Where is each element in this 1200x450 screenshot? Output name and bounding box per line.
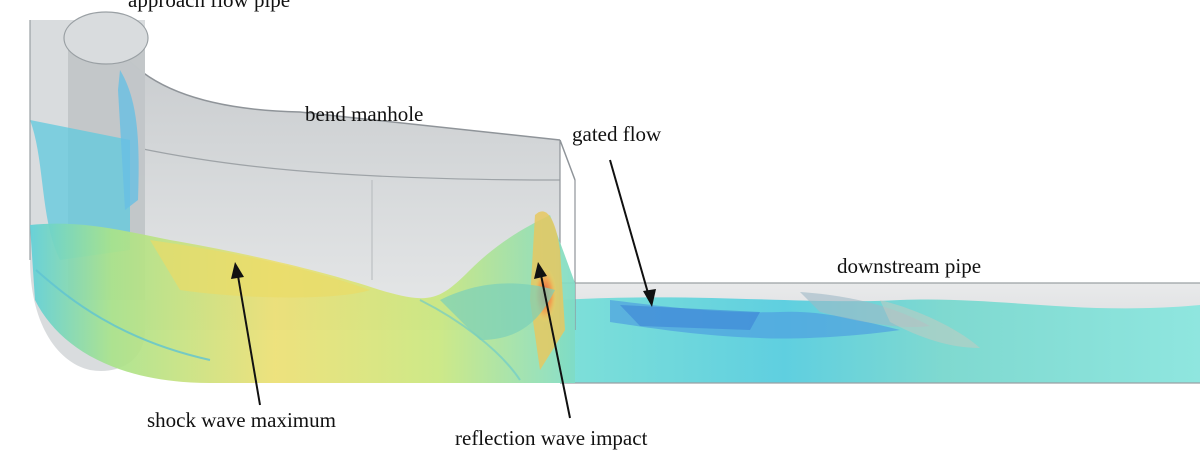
label-reflection-wave-impact: reflection wave impact — [455, 426, 648, 450]
label-gated-flow: gated flow — [572, 122, 662, 146]
downstream-pipe-body — [560, 282, 1200, 384]
label-approach-flow-pipe: approach flow pipe — [128, 0, 291, 12]
reflection-wave-arrow — [534, 262, 571, 419]
annotation-arrows — [231, 159, 656, 419]
label-bend-manhole: bend manhole — [305, 102, 424, 126]
shock-wave-arrow — [231, 262, 261, 406]
label-downstream-pipe: downstream pipe — [837, 254, 982, 278]
gated-flow-arrow — [609, 159, 656, 307]
label-shock-wave-maximum: shock wave maximum — [147, 408, 336, 432]
water-surface-bend — [30, 211, 575, 383]
